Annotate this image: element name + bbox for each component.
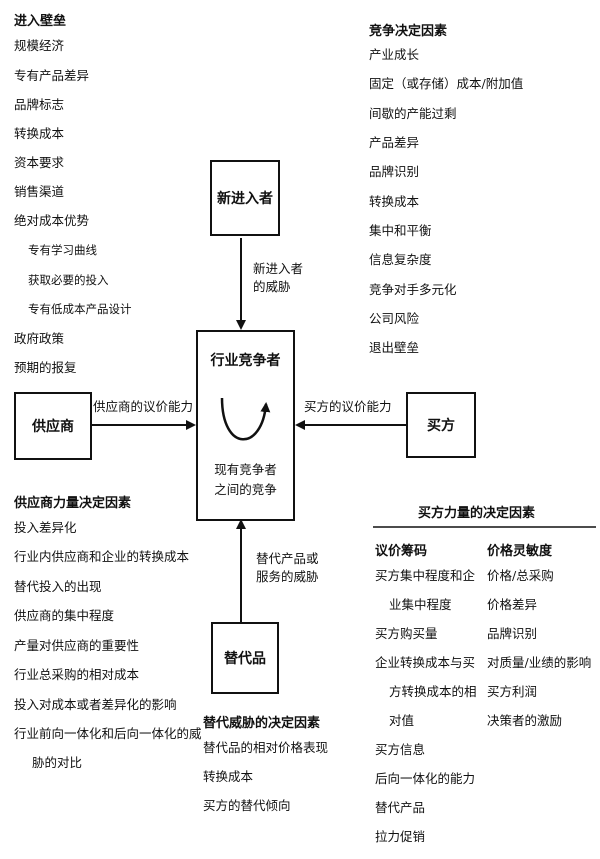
substitutes-box: 替代品	[211, 622, 279, 694]
bargaining-leverage-item: 后向一体化的能力	[375, 771, 476, 786]
entry-barrier-item: 销售渠道	[14, 184, 65, 199]
price-sensitivity-item: 对质量/业绩的影响	[487, 655, 592, 670]
bargaining-leverage-item: 业集中程度	[389, 597, 452, 612]
supplier-power-item: 行业前向一体化和后向一体化的威	[14, 726, 202, 741]
substitute-threat-item: 替代品的相对价格表现	[203, 740, 329, 755]
supplier-power-item: 行业内供应商和企业的转换成本	[14, 549, 190, 564]
rivalry-item: 公司风险	[369, 311, 420, 326]
rivalry-item: 退出壁垒	[369, 340, 420, 355]
entry-barrier-sub-item: 获取必要的投入	[28, 273, 109, 287]
bargaining-leverage-item: 方转换成本的相	[389, 684, 477, 699]
price-sensitivity-item: 决策者的激励	[487, 713, 563, 728]
supplier-power-item: 投入对成本或者差异化的影响	[14, 697, 177, 712]
rivalry-item: 产业成长	[369, 47, 420, 62]
bargaining-leverage-title: 议价筹码	[375, 544, 428, 559]
center-sub-line: 现有竞争者	[214, 462, 277, 477]
rivalry-item: 产品差异	[369, 135, 420, 150]
bargaining-leverage-item: 对值	[389, 713, 415, 728]
rivalry-item: 集中和平衡	[369, 223, 432, 238]
substitute-threat-title: 替代威胁的决定因素	[203, 716, 321, 731]
substitute-threat-item: 转换成本	[203, 769, 254, 784]
rivalry-item: 固定（或存储）成本/附加值	[369, 76, 524, 91]
bargaining-leverage-item: 替代产品	[375, 800, 426, 815]
bargaining-leverage-item: 买方购买量	[375, 626, 438, 641]
supplier-power-item: 胁的对比	[32, 755, 83, 770]
supplier-power-item: 投入差异化	[14, 520, 77, 535]
entry-barrier-item: 转换成本	[14, 126, 65, 141]
entry-barrier-sub-item: 专有学习曲线	[28, 243, 97, 257]
center-subtitle: 现有竞争者 之间的竞争	[198, 460, 293, 500]
entry-barrier-item: 资本要求	[14, 155, 65, 170]
new-entrants-box: 新进入者	[210, 160, 280, 236]
industry-competitors-box: 行业竞争者 现有竞争者 之间的竞争	[196, 330, 295, 521]
supplier-power-item: 产量对供应商的重要性	[14, 638, 140, 653]
center-title: 行业竞争者	[210, 353, 281, 369]
center-sub-line: 之间的竞争	[214, 482, 277, 497]
price-sensitivity-title: 价格灵敏度	[487, 544, 553, 559]
price-sensitivity-item: 品牌识别	[487, 626, 538, 641]
rivalry-determinants-title: 竞争决定因素	[369, 24, 448, 39]
label-line: 新进入者	[253, 261, 304, 276]
rivalry-item: 竞争对手多元化	[369, 282, 457, 297]
supplier-power-item: 替代投入的出现	[14, 579, 102, 594]
entry-barrier-item: 规模经济	[14, 38, 65, 53]
rivalry-item: 品牌识别	[369, 164, 420, 179]
entry-barrier-item: 预期的报复	[14, 360, 77, 375]
price-sensitivity-item: 价格差异	[487, 597, 538, 612]
substitute-threat-label: 替代产品或 服务的威胁	[256, 550, 319, 586]
rivalry-item: 信息复杂度	[369, 252, 432, 267]
entry-barrier-sub-item: 专有低成本产品设计	[28, 302, 132, 316]
bargaining-leverage-item: 买方集中程度和企	[375, 568, 476, 583]
entry-barrier-item: 政府政策	[14, 331, 65, 346]
supplier-power-item: 供应商的集中程度	[14, 608, 115, 623]
buyer-power-title: 买方力量的决定因素	[418, 506, 536, 521]
buyers-box: 买方	[406, 392, 476, 458]
bargaining-leverage-item: 企业转换成本与买	[375, 655, 476, 670]
entry-barriers-title: 进入壁垒	[14, 14, 67, 29]
supplier-power-label: 供应商的议价能力	[93, 399, 194, 414]
rivalry-item: 间歇的产能过剩	[369, 106, 457, 121]
label-line: 服务的威胁	[256, 569, 319, 585]
supplier-power-item: 行业总采购的相对成本	[14, 667, 140, 682]
label-line: 替代产品或	[256, 551, 319, 566]
bargaining-leverage-item: 拉力促销	[375, 829, 426, 844]
substitute-threat-item: 买方的替代倾向	[203, 798, 291, 813]
buyer-power-label: 买方的议价能力	[304, 399, 392, 414]
entry-barrier-item: 绝对成本优势	[14, 213, 90, 228]
label-line: 的威胁	[253, 279, 291, 295]
entry-barrier-item: 品牌标志	[14, 97, 65, 112]
suppliers-box: 供应商	[14, 392, 92, 460]
rivalry-item: 转换成本	[369, 194, 420, 209]
rivalry-curve-arrow	[220, 397, 271, 441]
entry-barrier-item: 专有产品差异	[14, 68, 90, 83]
price-sensitivity-item: 价格/总采购	[487, 568, 554, 583]
supplier-power-title: 供应商力量决定因素	[14, 496, 132, 511]
entrants-threat-label: 新进入者 的威胁	[253, 260, 303, 296]
price-sensitivity-item: 买方利润	[487, 684, 538, 699]
bargaining-leverage-item: 买方信息	[375, 742, 426, 757]
